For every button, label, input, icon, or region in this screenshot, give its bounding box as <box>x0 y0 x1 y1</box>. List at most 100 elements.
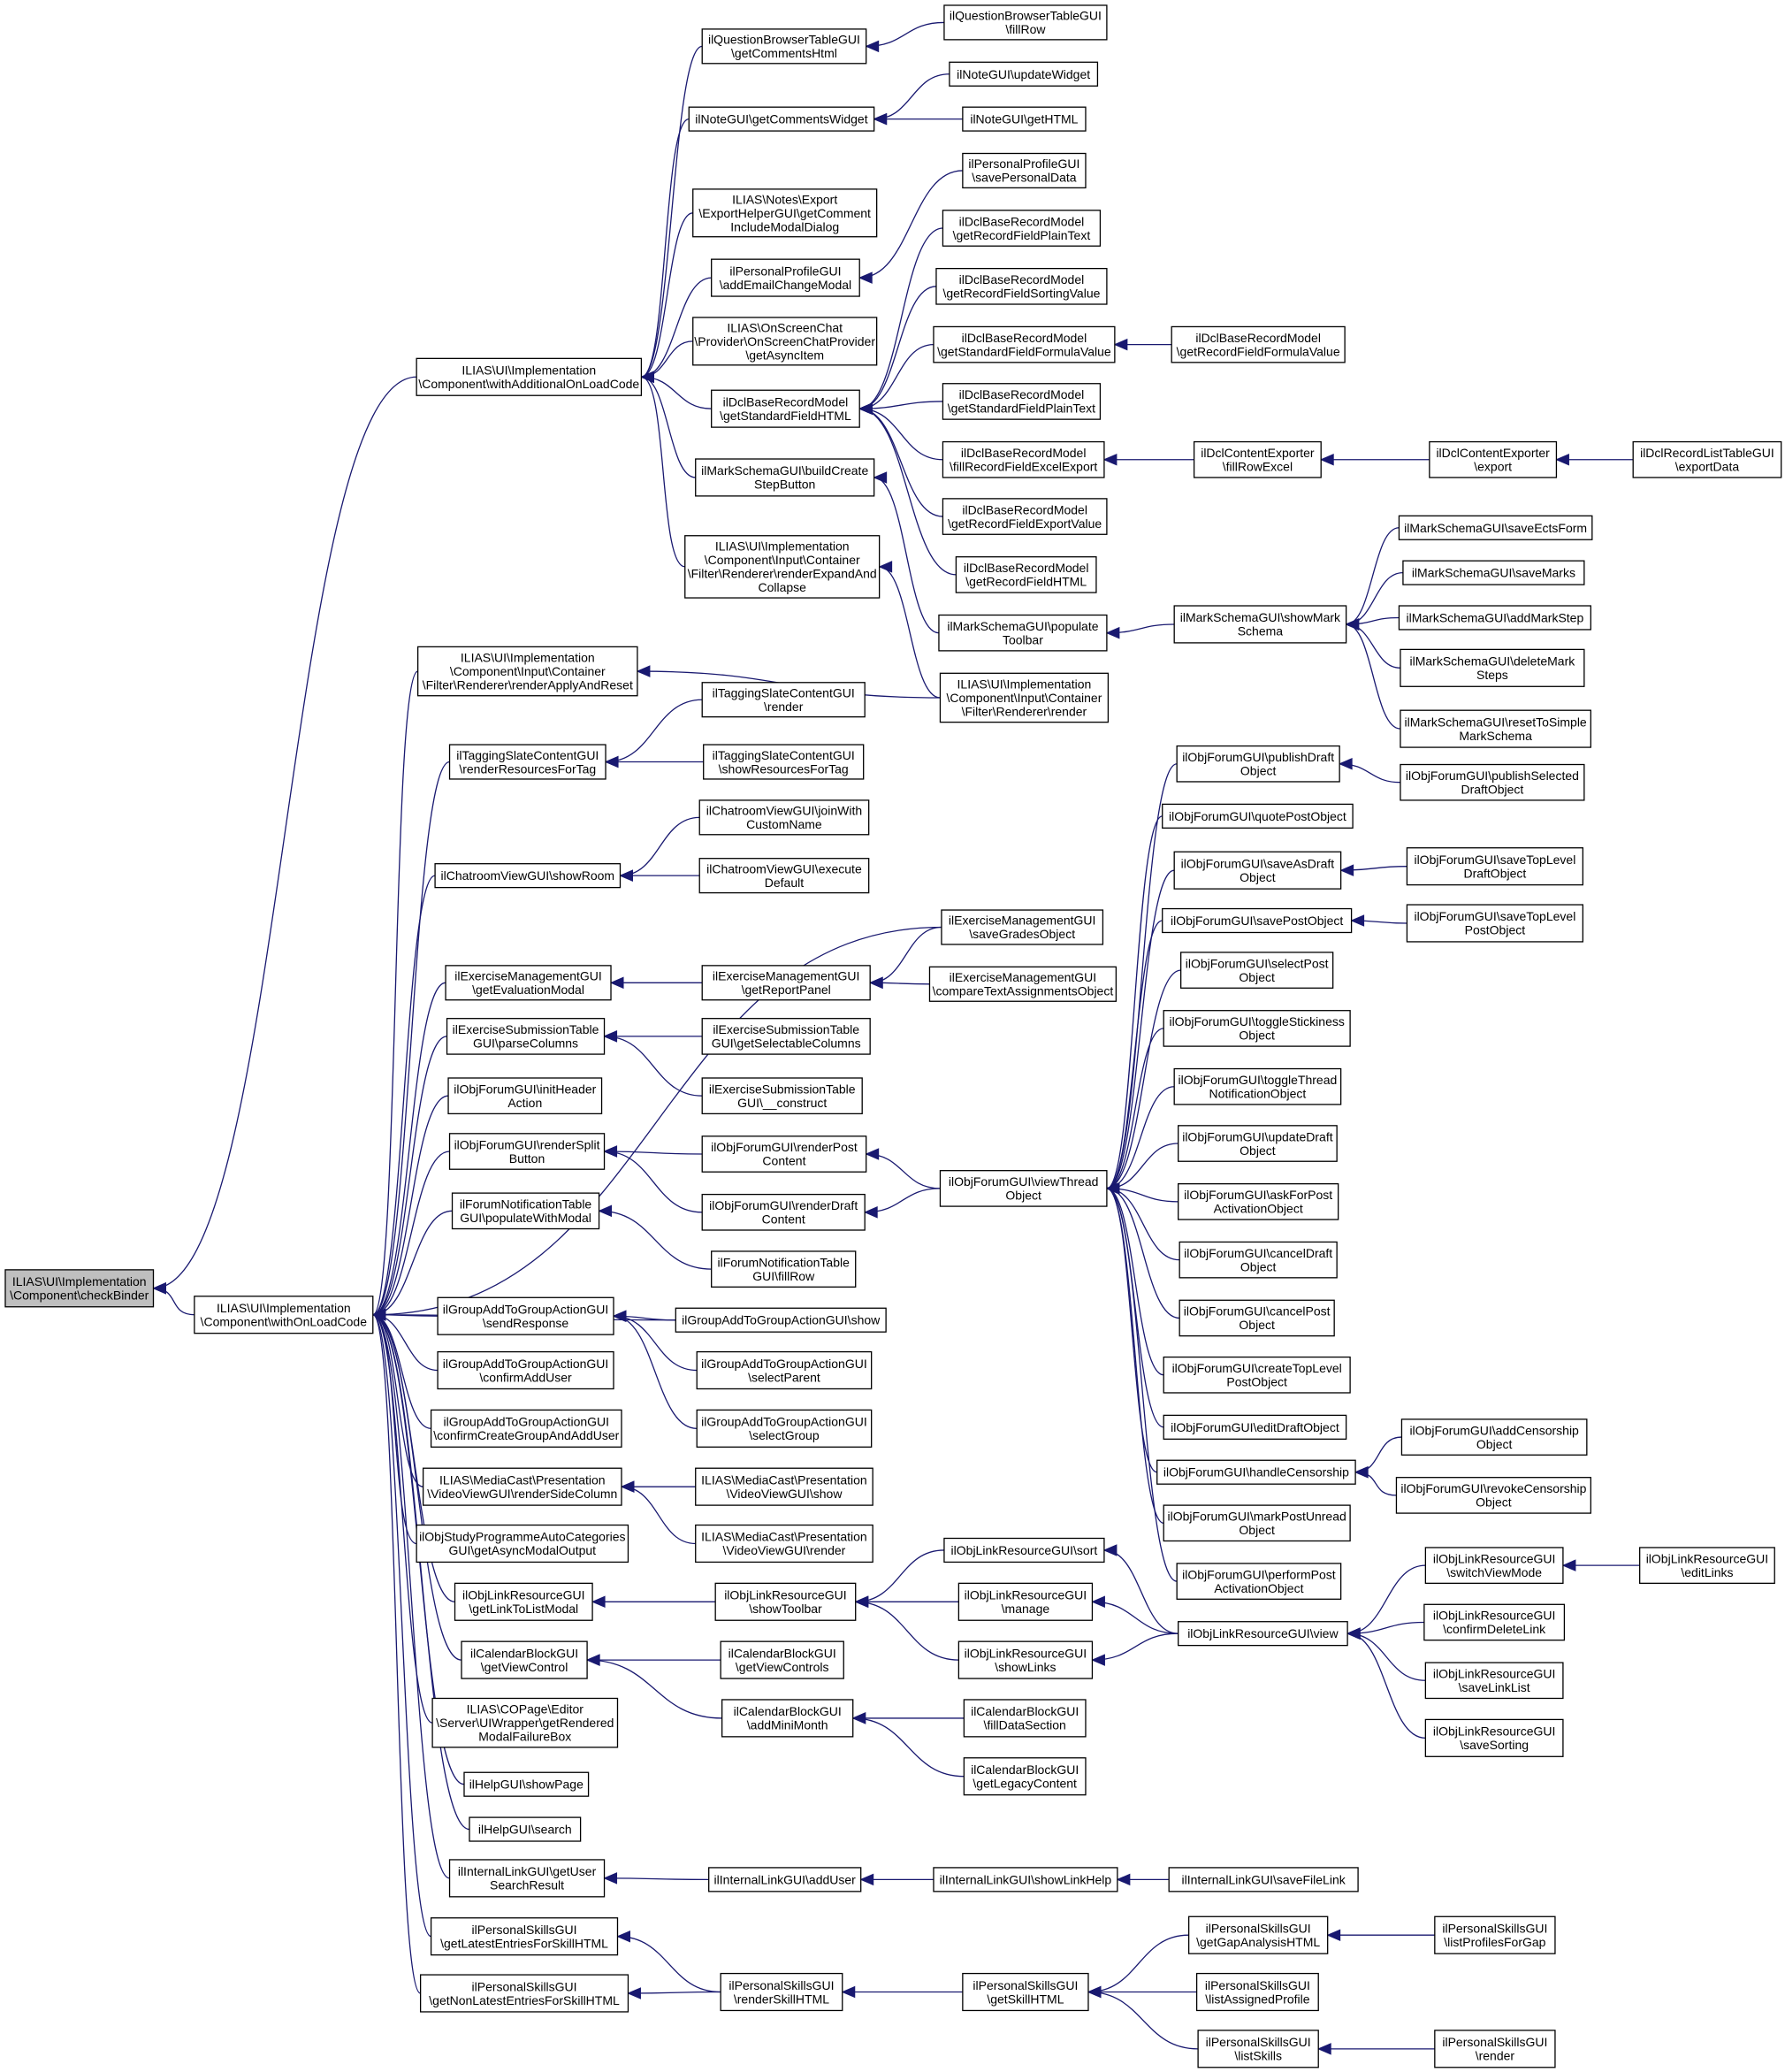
graph-node[interactable]: ilExerciseManagementGUI\compareTextAssig… <box>928 966 1118 1002</box>
graph-node[interactable]: ilObjForumGUI\savePostObject <box>1162 907 1353 934</box>
graph-node[interactable]: ilCalendarBlockGUI\getViewControl <box>461 1640 588 1679</box>
graph-node[interactable]: ilDclBaseRecordModel\getRecordFieldFormu… <box>1171 325 1346 363</box>
graph-node[interactable]: ilObjLinkResourceGUI\saveLinkList <box>1424 1662 1564 1700</box>
graph-node[interactable]: ILIAS\MediaCast\Presentation\VideoViewGU… <box>695 1524 873 1564</box>
graph-node[interactable]: ilGroupAddToGroupActionGUI\selectParent <box>696 1350 873 1390</box>
graph-node[interactable]: ilObjForumGUI\quotePostObject <box>1162 803 1354 829</box>
graph-node[interactable]: ilCalendarBlockGUI\addMiniMonth <box>721 1699 854 1738</box>
graph-node[interactable]: ilDclContentExporter\export <box>1429 440 1558 478</box>
graph-node[interactable]: ILIAS\UI\Implementation\Component\Input\… <box>939 672 1110 723</box>
graph-node[interactable]: ilObjLinkResourceGUI\confirmDeleteLink <box>1423 1603 1566 1641</box>
graph-node[interactable]: ilObjForumGUI\editDraftObject <box>1163 1414 1347 1440</box>
graph-node[interactable]: ilGroupAddToGroupActionGUI\selectGroup <box>696 1409 873 1448</box>
graph-node[interactable]: ilObjLinkResourceGUI\manage <box>957 1582 1094 1621</box>
graph-node[interactable]: ilDclBaseRecordModel\getRecordFieldHTML <box>955 556 1097 593</box>
graph-node[interactable]: ilPersonalProfileGUI\addEmailChangeModal <box>711 258 860 297</box>
graph-node[interactable]: ILIAS\COPage\Editor\Server\UIWrapper\get… <box>431 1697 619 1748</box>
graph-node[interactable]: ilDclBaseRecordModel\getRecordFieldSorti… <box>935 267 1108 305</box>
graph-node[interactable]: ilGroupAddToGroupActionGUI\show <box>675 1307 887 1333</box>
graph-node[interactable]: ilPersonalSkillsGUI\listAssignedProfile <box>1195 1972 1319 2012</box>
graph-node[interactable]: ilObjLinkResourceGUI\editLinks <box>1639 1547 1775 1585</box>
graph-node[interactable]: ilDclBaseRecordModel\getRecordFieldExpor… <box>942 498 1108 535</box>
graph-node[interactable]: ilDclBaseRecordModel\getStandardFieldHTM… <box>711 389 860 428</box>
graph-node[interactable]: ilPersonalSkillsGUI\renderSkillHTML <box>720 1972 843 2012</box>
graph-node[interactable]: ilInternalLinkGUI\saveFileLink <box>1168 1867 1359 1892</box>
graph-node[interactable]: ilCalendarBlockGUI\fillDataSection <box>963 1699 1087 1738</box>
graph-node[interactable]: ilNoteGUI\getCommentsWidget <box>688 106 875 132</box>
graph-node[interactable]: ilDclBaseRecordModel\fillRecordFieldExce… <box>942 440 1105 478</box>
graph-node[interactable]: ilQuestionBrowserTableGUI\getCommentsHtm… <box>701 28 867 65</box>
graph-node[interactable]: ilInternalLinkGUI\addUser <box>708 1867 862 1892</box>
graph-node[interactable]: ilObjForumGUI\handleCensorship <box>1156 1459 1356 1485</box>
graph-node[interactable]: ilObjLinkResourceGUI\view <box>1178 1621 1348 1647</box>
graph-node[interactable]: ILIAS\UI\Implementation\Component\withOn… <box>194 1296 374 1334</box>
graph-node[interactable]: ilDclContentExporter\fillRowExcel <box>1193 440 1322 478</box>
graph-node[interactable]: ilPersonalSkillsGUI\getLatestEntriesForS… <box>430 1917 619 1956</box>
graph-node[interactable]: ILIAS\UI\Implementation\Component\withAd… <box>416 357 643 396</box>
graph-node[interactable]: ilQuestionBrowserTableGUI\fillRow <box>943 4 1108 41</box>
graph-node[interactable]: ilNoteGUI\getHTML <box>962 106 1087 132</box>
graph-node[interactable]: ilDclBaseRecordModel\getStandardFieldPla… <box>942 383 1102 420</box>
graph-node[interactable]: ILIAS\MediaCast\Presentation\VideoViewGU… <box>695 1467 873 1506</box>
graph-node[interactable]: ilMarkSchemaGUI\saveEctsForm <box>1398 515 1593 540</box>
graph-node[interactable]: ilInternalLinkGUI\showLinkHelp <box>933 1867 1118 1892</box>
graph-node[interactable]: ilPersonalSkillsGUI\render <box>1434 2030 1556 2068</box>
graph-node[interactable]: ilGroupAddToGroupActionGUI\confirmAddUse… <box>437 1350 614 1390</box>
graph-node[interactable]: ilCalendarBlockGUI\getLegacyContent <box>963 1757 1087 1796</box>
graph-node[interactable]: ilPersonalSkillsGUI\getSkillHTML <box>962 1972 1089 2012</box>
graph-node[interactable]: ilPersonalSkillsGUI\listSkills <box>1197 2030 1319 2068</box>
graph-node[interactable]: ilDclRecordListTableGUI\exportData <box>1632 440 1782 478</box>
graph-node[interactable]: ilMarkSchemaGUI\addMarkStep <box>1398 605 1591 631</box>
graph-node[interactable]: ilPersonalProfileGUI\savePersonalData <box>962 152 1087 189</box>
graph-node[interactable]: ilObjLinkResourceGUI\switchViewMode <box>1424 1547 1564 1585</box>
graph-node[interactable]: ilTaggingSlateContentGUI\showResourcesFo… <box>703 744 865 780</box>
graph-node[interactable]: ilObjLinkResourceGUI\saveSorting <box>1424 1718 1564 1757</box>
graph-node[interactable]: ILIAS\UI\Implementation\Component\Input\… <box>416 646 638 697</box>
graph-node[interactable]: ilPersonalSkillsGUI\listProfilesForGap <box>1434 1915 1556 1954</box>
graph-root-node[interactable]: ILIAS\UI\Implementation\Component\checkB… <box>4 1269 155 1308</box>
graph-node[interactable]: ilObjLinkResourceGUI\showToolbar <box>714 1582 857 1621</box>
graph-node[interactable]: ilPersonalSkillsGUI\getNonLatestEntriesF… <box>419 1974 629 2013</box>
graph-node[interactable]: ilChatroomViewGUI\showRoom <box>434 863 622 889</box>
graph-node[interactable]: ilNoteGUI\updateWidget <box>949 61 1099 87</box>
graph-node[interactable]: ILIAS\UI\Implementation\Component\Input\… <box>684 535 881 599</box>
graph-node[interactable]: ilObjLinkResourceGUI\getLinkToListModal <box>454 1582 593 1621</box>
graph-node[interactable]: ILIAS\MediaCast\Presentation\VideoViewGU… <box>422 1467 622 1506</box>
graph-node[interactable]: ilDclBaseRecordModel\getStandardFieldFor… <box>933 325 1116 363</box>
graph-node[interactable]: ilDclBaseRecordModel\getRecordFieldPlain… <box>942 210 1102 247</box>
graph-node[interactable]: ilTaggingSlateContentGUI\renderResources… <box>448 744 606 780</box>
graph-node[interactable]: ilHelpGUI\showPage <box>463 1771 590 1797</box>
